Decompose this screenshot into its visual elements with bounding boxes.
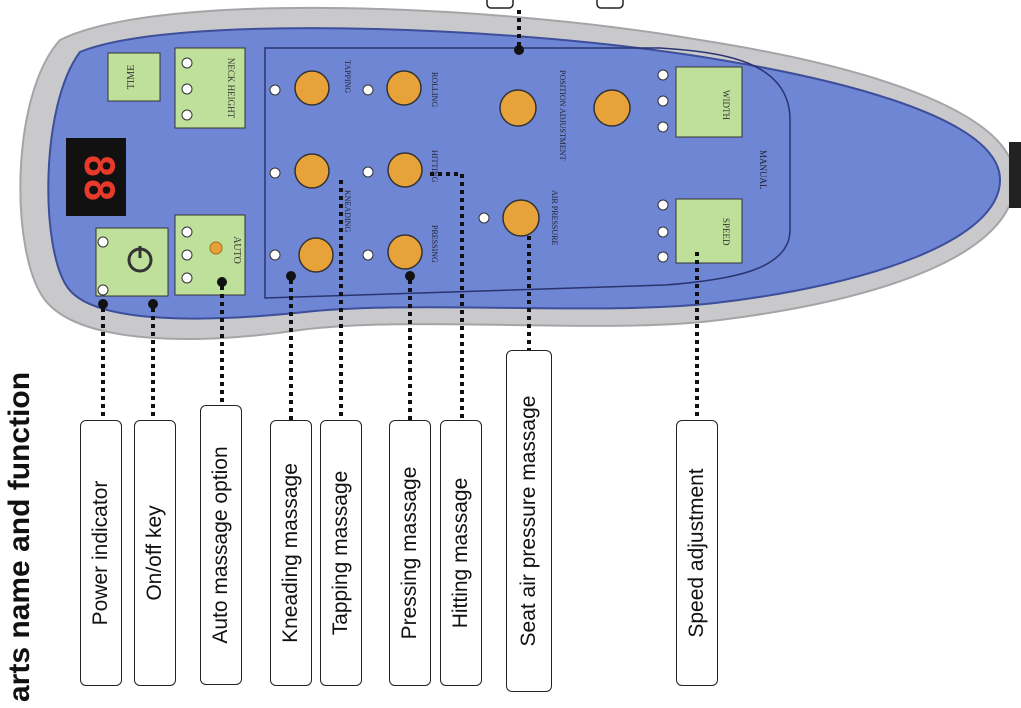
width-key-label: WIDTH <box>721 90 731 120</box>
power-indicator-led <box>97 284 109 296</box>
pressing-label: PRESSING <box>430 225 439 263</box>
pressing-button <box>387 234 423 270</box>
callout-speed-adjustment: Speed adjustment <box>676 420 718 686</box>
neck-led-3 <box>181 109 193 121</box>
kneading-button <box>298 237 334 273</box>
neck-led-1 <box>181 57 193 69</box>
auto-key-label: AUTO <box>231 236 242 264</box>
remote-face <box>47 27 1002 320</box>
power-led-top <box>97 236 109 248</box>
position-up-button <box>499 89 537 127</box>
speed-key <box>675 198 743 264</box>
time-key-label: TIME <box>126 65 137 89</box>
callout-kneading: Kneading massage <box>270 420 312 686</box>
air-pressure-label: AIR PRESSURE <box>550 190 559 245</box>
air-pressure-button <box>502 199 540 237</box>
tapping-label: TAPPING <box>343 60 352 93</box>
digit-display-value: 88 <box>75 154 121 202</box>
hitting-label: HITTING <box>430 150 439 183</box>
callout-onoff-key: On/off key <box>134 420 176 686</box>
neck-led-2 <box>181 83 193 95</box>
rolling-label: ROLLING <box>430 72 439 107</box>
tapping-button <box>294 153 330 189</box>
width-key <box>675 66 743 138</box>
neck-height-label: NECK HEIGHT <box>226 58 236 119</box>
position-label: POSITION ADJUSTMENT <box>558 70 567 161</box>
manual-label: MANUAL <box>758 150 768 190</box>
callout-pressing: Pressing massage <box>389 420 431 686</box>
callout-seat-air-pressure: Seat air pressure massage <box>506 350 552 692</box>
leader-dots <box>98 271 415 309</box>
remote-edge-tab <box>1009 142 1021 208</box>
time-key <box>107 52 161 102</box>
kneading-label: KNEADING <box>343 190 352 232</box>
speed-key-label: SPEED <box>721 218 731 246</box>
digit-display <box>66 138 126 216</box>
callout-power-indicator: Power indicator <box>80 420 122 686</box>
hitting-button <box>387 152 423 188</box>
diagram-title: arts name and function <box>3 371 36 702</box>
tapping-top-button <box>294 70 330 106</box>
rolling-button <box>386 70 422 106</box>
leader-lines <box>101 172 699 420</box>
callout-tapping: Tapping massage <box>320 420 362 686</box>
position-down-button <box>593 89 631 127</box>
manual-panel-outline <box>264 47 791 299</box>
power-key <box>95 227 169 297</box>
callout-hitting: Hitting massage <box>440 420 482 686</box>
callout-auto-massage: Auto massage option <box>200 405 242 685</box>
